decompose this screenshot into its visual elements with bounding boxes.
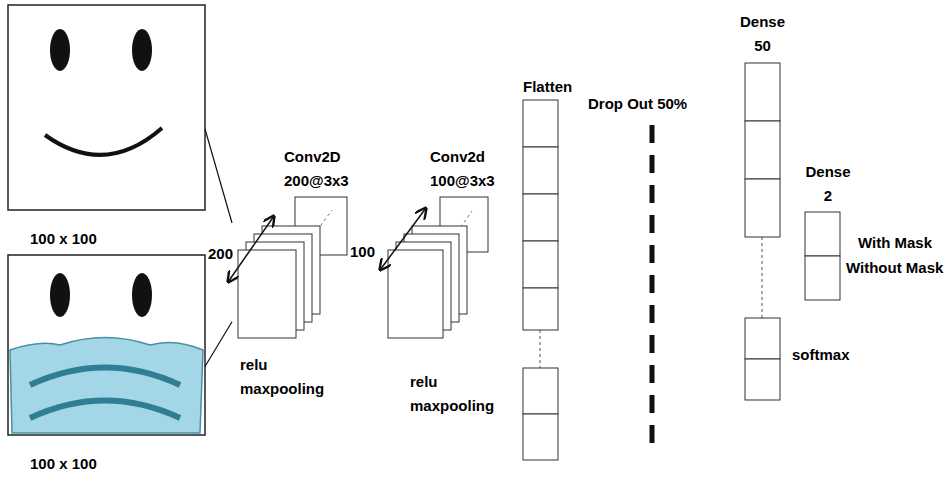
mask-fold xyxy=(30,401,180,419)
neuron-cell xyxy=(523,288,558,330)
image-frame xyxy=(8,5,205,210)
channel-count: 100 xyxy=(350,240,375,264)
depth-arrow xyxy=(380,208,426,270)
smile xyxy=(45,128,162,155)
dropout-line xyxy=(650,125,655,455)
dense-layer: Dense 50 softmax xyxy=(735,10,860,405)
input-image: 100 x 100 xyxy=(8,5,205,253)
neuron-cell xyxy=(523,414,558,460)
eye xyxy=(50,273,70,317)
neuron-cell xyxy=(805,212,840,256)
channel-count: 200 xyxy=(208,242,233,266)
image-size: 100 x 100 xyxy=(30,452,97,476)
conv-layer: Conv2d 100@3x3 relu maxpooling xyxy=(385,145,510,420)
input-connector xyxy=(205,129,232,223)
layer-title: Dense 2 xyxy=(803,160,853,208)
image-size: 100 x 100 xyxy=(30,227,97,251)
feature-map xyxy=(388,250,443,338)
neuron-cell xyxy=(745,318,780,359)
neuron-cell xyxy=(745,63,780,121)
input-connector xyxy=(205,322,232,367)
depth-arrow xyxy=(228,216,274,282)
flatten-layer: Flatten xyxy=(515,75,585,465)
layer-title: Flatten xyxy=(523,75,572,99)
neuron-cell xyxy=(523,100,558,147)
eye xyxy=(50,29,70,71)
ellipsis-line xyxy=(540,330,541,368)
activation-label: relu maxpooling xyxy=(410,370,502,418)
class-label: Without Mask xyxy=(846,256,943,280)
neuron-cell xyxy=(745,121,780,179)
neuron-cell xyxy=(745,359,780,400)
output-layer: Dense 2With MaskWithout Mask xyxy=(798,160,948,305)
activation-label: relu maxpooling xyxy=(240,353,332,401)
input-image: 100 x 100 xyxy=(8,255,205,478)
dropout-label: Drop Out 50% xyxy=(588,92,687,116)
mask-fold xyxy=(30,368,180,386)
eye xyxy=(132,29,152,71)
activation-label: softmax xyxy=(792,343,850,367)
neuron-cell xyxy=(745,179,780,237)
ellipsis-line xyxy=(762,237,763,318)
conv-layer: Conv2D 200@3x3 relu maxpooling xyxy=(232,145,361,405)
neuron-cell xyxy=(523,368,558,414)
layer-title: Conv2D 200@3x3 xyxy=(284,145,359,193)
neuron-cell xyxy=(523,194,558,241)
layer-title: Conv2d 100@3x3 xyxy=(430,145,505,193)
class-label: With Mask xyxy=(858,231,932,255)
neuron-cell xyxy=(523,241,558,288)
eye xyxy=(132,273,152,317)
layer-title: Dense 50 xyxy=(735,10,790,58)
feature-map xyxy=(238,250,296,338)
image-frame xyxy=(8,255,205,435)
face-mask xyxy=(10,338,203,434)
neuron-cell xyxy=(523,147,558,194)
neuron-cell xyxy=(805,256,840,300)
